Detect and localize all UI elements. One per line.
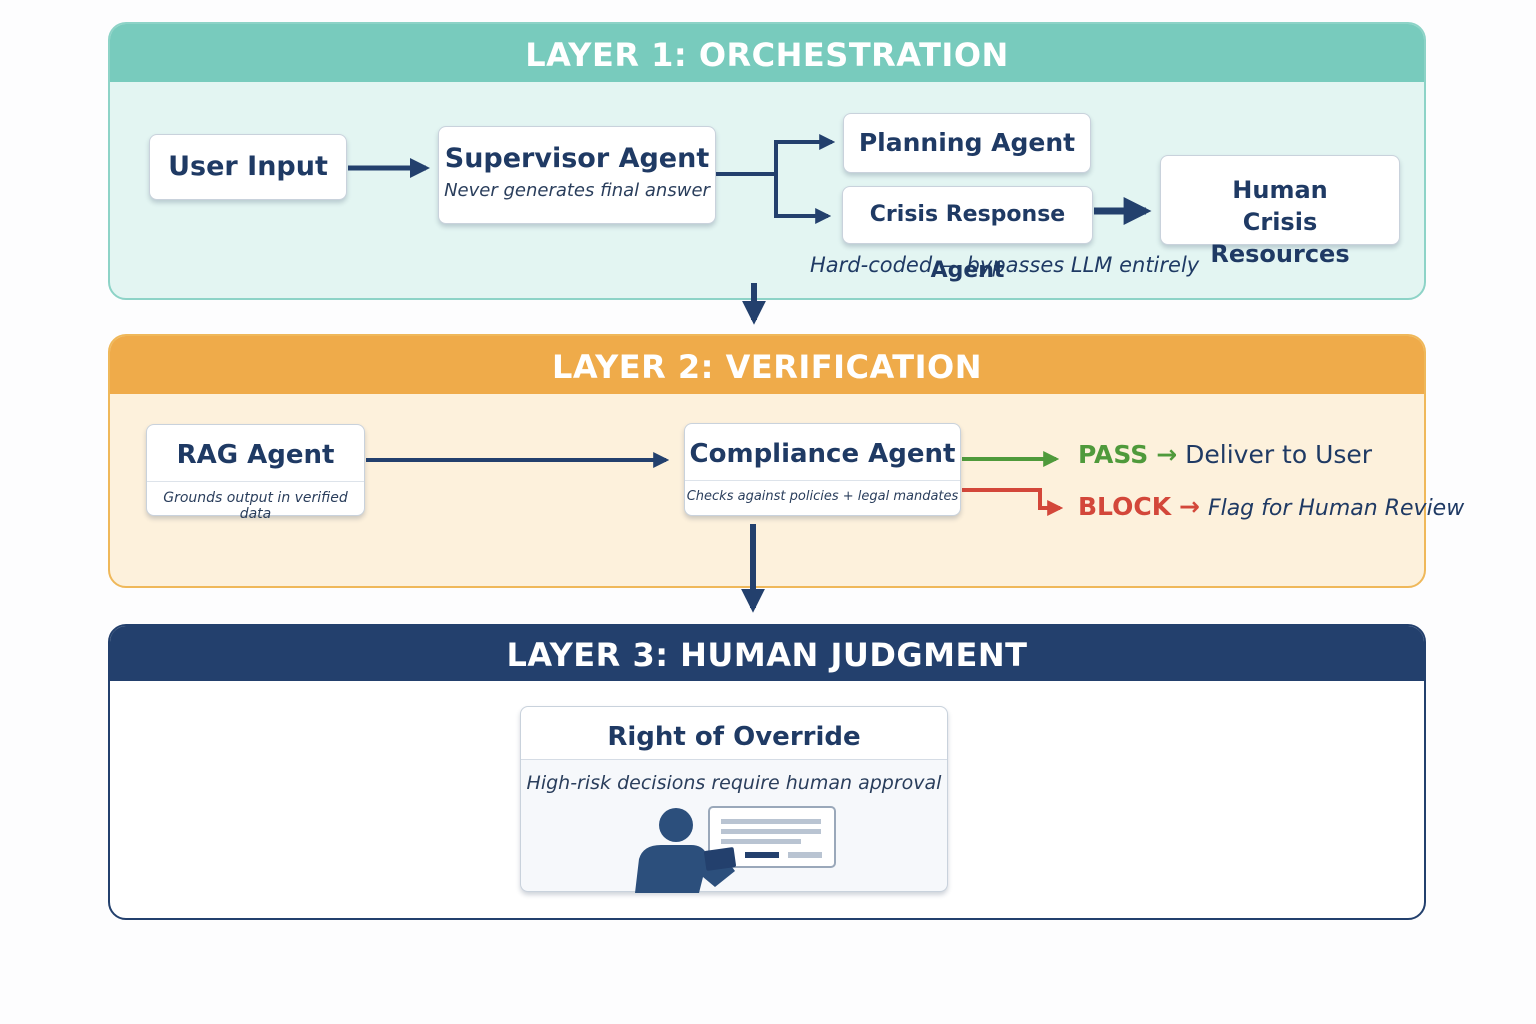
arrow-supervisor-to-crisis: [774, 174, 832, 224]
block-arrow: →: [1179, 492, 1200, 521]
right-of-override-subtitle: High-risk decisions require human approv…: [526, 772, 942, 794]
layer-1-header: LAYER 1: ORCHESTRATION: [110, 24, 1424, 82]
crisis-response-agent-box: Crisis Response Agent: [842, 186, 1093, 283]
planning-agent-label: Planning Agent: [858, 128, 1076, 157]
crisis-response-agent-label: Crisis Response Agent: [869, 202, 1066, 283]
layer-human-judgment: LAYER 3: HUMAN JUDGMENT: [108, 624, 1426, 920]
planning-agent-box: Planning Agent: [843, 113, 1091, 173]
block-label: BLOCK: [1078, 492, 1172, 521]
hard-coded-note: Hard-coded — bypasses LLM entirely: [810, 253, 1200, 277]
user-input-label: User Input: [168, 151, 328, 182]
rag-agent-subtitle: Grounds output in verified data: [163, 490, 348, 522]
layer-2-header: LAYER 2: VERIFICATION: [110, 336, 1424, 394]
arrow-compliance-to-block: [962, 488, 1064, 516]
block-outcome: BLOCK → Flag for Human Review: [1078, 492, 1464, 521]
compliance-agent-subtitle: Checks against policies + legal mandates: [686, 489, 959, 504]
supervisor-agent-subtitle: Never generates final answer: [444, 180, 710, 201]
supervisor-agent-box: Supervisor Agent Never generates final a…: [438, 126, 716, 224]
rag-agent-title: RAG Agent: [147, 425, 364, 482]
supervisor-agent-title: Supervisor Agent: [444, 143, 710, 174]
right-of-override-box: Right of Override High-risk decisions re…: [520, 706, 948, 893]
human-crisis-resources-box: Human Crisis Resources: [1160, 155, 1400, 268]
layer-3-header: LAYER 3: HUMAN JUDGMENT: [110, 626, 1424, 681]
block-action: Flag for Human Review: [1207, 496, 1465, 521]
pass-outcome: PASS → Deliver to User: [1078, 440, 1372, 469]
arrow-supervisor-to-planning: [716, 134, 836, 176]
compliance-agent-title: Compliance Agent: [685, 424, 960, 481]
user-input-box: User Input: [149, 134, 347, 200]
pass-label: PASS: [1078, 440, 1149, 469]
person-reviewing-document-icon: [635, 806, 836, 893]
rag-agent-box: RAG Agent Grounds output in verified dat…: [146, 424, 365, 522]
human-crisis-resources-label: Human Crisis Resources: [1210, 176, 1350, 268]
compliance-agent-box: Compliance Agent Checks against policies…: [684, 423, 961, 516]
pass-arrow: →: [1156, 440, 1178, 469]
pass-action: Deliver to User: [1185, 440, 1373, 469]
right-of-override-title: Right of Override: [521, 707, 947, 760]
